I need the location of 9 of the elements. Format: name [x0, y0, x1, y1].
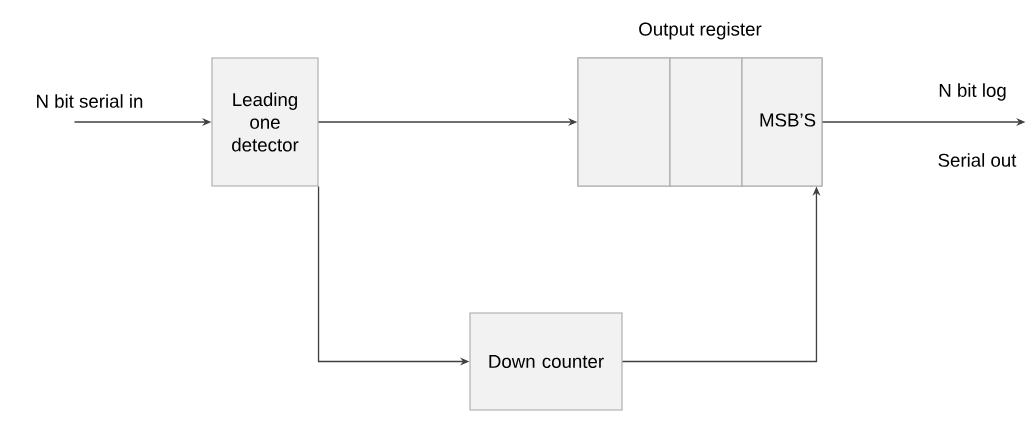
- edge-label: N bit log: [936, 81, 1009, 103]
- process-box: Leading one detector: [211, 57, 319, 187]
- text-label: Serial out: [938, 153, 1017, 167]
- register-cell: MSB’S: [741, 57, 823, 187]
- node-label: Output register: [639, 22, 762, 40]
- edge-label: N bit serial in: [34, 92, 145, 110]
- register-cell: [577, 57, 671, 187]
- register-cell: [669, 57, 743, 187]
- process-box: Down counter: [469, 312, 623, 411]
